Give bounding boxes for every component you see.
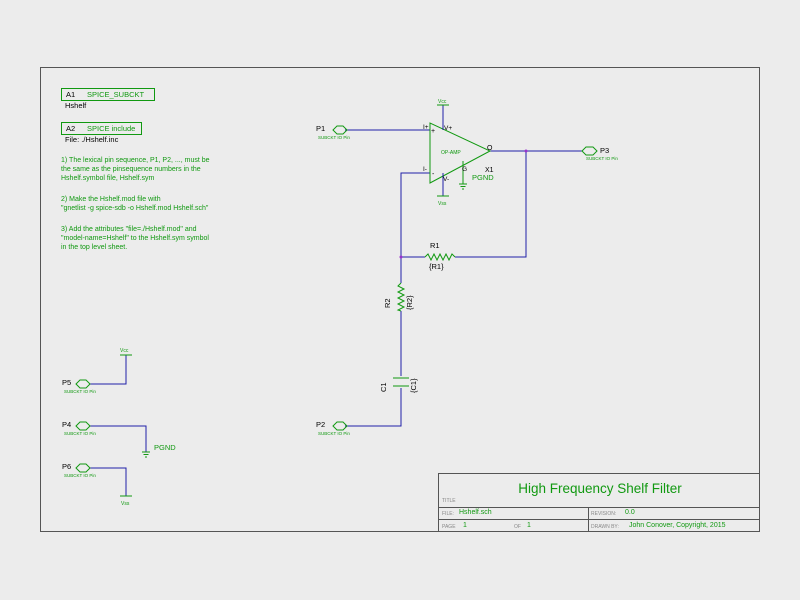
resistor-r2-zigzag [396,282,406,312]
wire-p5-to-vcc[interactable] [90,355,127,385]
file-label: FILE: [442,511,454,517]
note-line: 1) The lexical pin sequence, P1, P2, ...… [61,157,210,164]
port-p3-refdes: P3 [600,146,609,155]
port-p6-type: SUBCKT IO Pin [64,473,96,478]
resistor-r1-zigzag [424,252,456,262]
opamp-pin-plus: + [431,128,435,135]
opamp-label: OP-AMP [441,150,461,156]
a1-sub: Hshelf [65,101,87,110]
revision-value: 0.0 [625,509,635,516]
opamp-pin-minus-label: I- [423,166,427,173]
vss-label-left: Vss [121,501,130,507]
capacitor-c1[interactable]: C1 {C1} [379,377,418,393]
c1-refdes: C1 [379,382,388,392]
note-line: "gnetlist -g spice-sdb -o Hshelf.mod Hsh… [61,205,209,212]
of-value: 1 [527,522,531,529]
port-p1-flag [332,125,348,135]
opamp-vcc-label: Vcc [438,99,447,105]
port-p2-type: SUBCKT IO Pin [318,431,350,436]
opamp-vss-label: Vss [438,201,447,207]
port-p2[interactable]: P2 SUBCKT IO Pin [316,420,350,436]
port-p2-flag [332,421,348,431]
drawn-by-value: John Conover, Copyright, 2015 [629,522,726,529]
a2-file: File: ./Hshelf.inc [65,135,119,144]
r1-value: {R1} [429,262,444,271]
port-p6-refdes: P6 [62,462,71,471]
vss-symbol-left[interactable]: Vss [120,495,132,507]
port-p3-type: SUBCKT IO Pin [586,156,618,161]
port-p3[interactable]: P3 SUBCKT IO Pin [581,146,618,161]
note-line: Hshelf.symbol file, Hshelf.sym [61,175,155,182]
port-p1[interactable]: P1 SUBCKT IO Pin [316,124,350,140]
a2-value: SPICE include [87,124,135,133]
wire-feedback-r1-right[interactable] [455,151,527,258]
file-value: Hshelf.sch [459,509,492,516]
title-label: TITLE [442,498,456,504]
note-line: "model-name=Hshelf" to the Hshelf.sym sy… [61,235,209,242]
opamp-vminus: V- [443,176,449,183]
port-p5[interactable]: P5 SUBCKT IO Pin [62,378,96,394]
title-value: High Frequency Shelf Filter [518,481,682,496]
port-p4[interactable]: P4 SUBCKT IO Pin [62,420,96,436]
port-p4-flag [75,421,91,431]
port-p5-type: SUBCKT IO Pin [64,389,96,394]
opamp-vplus: V+ [444,125,452,132]
a1-refdes: A1 [66,90,75,99]
title-block: TITLE High Frequency Shelf Filter FILE: … [438,473,760,532]
opamp-pin-out: O [487,145,493,152]
page-label: PAGE [442,524,456,530]
port-p6[interactable]: P6 SUBCKT IO Pin [62,462,96,478]
opamp-gnd-net: PGND [472,173,494,182]
wires [90,129,582,496]
spice-include-attribute[interactable]: A2 SPICE include File: ./Hshelf.inc [61,122,142,145]
opamp-pin-minus: - [432,171,435,178]
note-line: the same as the pinsequence numbers in t… [61,166,201,173]
vcc-label-left: Vcc [120,348,129,354]
port-p1-type: SUBCKT IO Pin [318,135,350,140]
a2-refdes: A2 [66,124,75,133]
note-line: in the top level sheet. [61,244,127,251]
note-line: 2) Make the Hshelf.mod file with [61,196,161,203]
resistor-r1[interactable]: R1 {R1} [424,241,456,271]
port-p3-flag [581,146,598,156]
a1-value: SPICE_SUBCKT [87,90,145,99]
r2-refdes: R2 [383,298,392,308]
pgnd-label-left: PGND [154,443,176,452]
opamp-x1[interactable]: Vcc Vss I+ I- + - V+ V- OP-AMP O G X1 PG… [423,99,494,207]
revision-label: REVISION: [591,511,616,517]
port-p1-refdes: P1 [316,124,325,133]
net-junction-dot [524,149,528,153]
r2-value: {R2} [405,295,414,310]
notes-text: 1) The lexical pin sequence, P1, P2, ...… [61,157,210,251]
opamp-refdes: X1 [485,167,494,174]
drawn-by-label: DRAWN BY: [591,524,619,530]
note-line: 3) Add the attributes "file=./Hshelf.mod… [61,226,197,233]
opamp-pin-plus-label: I+ [423,124,429,131]
page-value: 1 [463,522,467,529]
c1-value: {C1} [409,378,418,393]
spice-subckt-attribute[interactable]: A1 SPICE_SUBCKT Hshelf [61,88,155,111]
port-p2-refdes: P2 [316,420,325,429]
port-p5-refdes: P5 [62,378,71,387]
port-p4-refdes: P4 [62,420,71,429]
wire-p6-to-vss[interactable] [90,467,127,496]
wire-p4-to-pgnd[interactable] [90,425,147,452]
opamp-triangle [429,122,492,184]
port-p5-flag [75,379,91,389]
net-junction-dot [399,255,403,259]
opamp-pin-gnd: G [462,166,467,173]
port-p4-type: SUBCKT IO Pin [64,431,96,436]
r1-refdes: R1 [430,241,440,250]
vcc-symbol-left[interactable]: Vcc [120,348,132,356]
sheet-frame [40,67,760,532]
of-label: OF [514,524,521,530]
port-p6-flag [75,463,91,473]
resistor-r2[interactable]: R2 {R2} [383,282,414,312]
wire-opamp-minus-to-node[interactable] [400,172,430,257]
wire-c1-to-p2[interactable] [345,388,402,427]
pgnd-symbol-left[interactable]: PGND [142,443,176,458]
